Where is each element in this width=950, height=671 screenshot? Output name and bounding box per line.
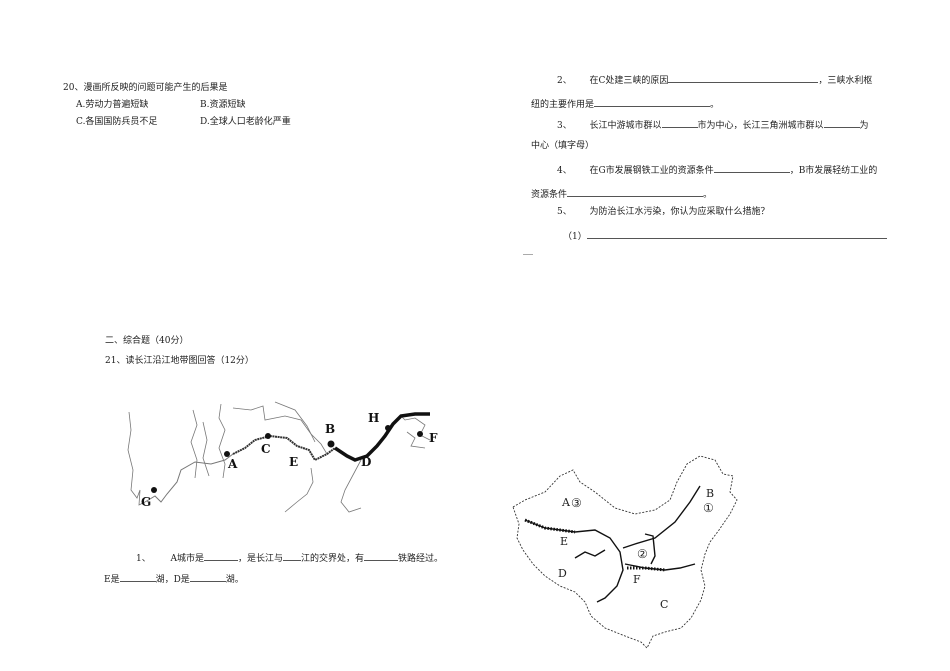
q20-stem: 20、漫画所反映的问题可能产生的后果是 bbox=[63, 83, 228, 93]
q2-number: 2、 bbox=[557, 76, 572, 86]
q2-text2: ，三峡水利枢 bbox=[818, 76, 873, 86]
q4-text2: ，B市发展轻纺工业的 bbox=[789, 166, 878, 176]
label-a: A bbox=[227, 457, 238, 471]
label-g: G bbox=[141, 495, 151, 509]
china-regions-map: A ③ B ① E ② D F C bbox=[512, 455, 738, 649]
q3-text1: 长江中游城市群以 bbox=[589, 121, 662, 131]
region-label-d: D bbox=[558, 567, 567, 580]
q2-text3: 纽的主要作用是 bbox=[531, 100, 595, 110]
city-dots bbox=[151, 425, 423, 493]
label-e: E bbox=[289, 455, 298, 469]
region-label-a: A bbox=[561, 496, 571, 509]
label-b: B bbox=[325, 422, 335, 436]
q4-number: 4、 bbox=[557, 166, 572, 176]
q1-text4: 铁路经过。 bbox=[398, 554, 444, 564]
q2-end: 。 bbox=[710, 100, 720, 110]
q1-text7: 湖。 bbox=[225, 575, 244, 585]
q4-blank-steel[interactable] bbox=[713, 163, 790, 173]
stray-dash bbox=[523, 254, 533, 255]
region-label-f: F bbox=[633, 573, 641, 586]
label-f: F bbox=[429, 431, 438, 445]
q1-text6: 湖，D是 bbox=[155, 575, 190, 585]
q1-text1: A城市是 bbox=[170, 554, 204, 564]
q20-option-d: D.全球人口老龄化严重 bbox=[200, 117, 291, 127]
region-label-3: ③ bbox=[571, 496, 582, 510]
label-d: D bbox=[361, 455, 371, 469]
label-h: H bbox=[368, 411, 379, 425]
q2-blank-reason[interactable] bbox=[668, 73, 819, 83]
q2-blank-function[interactable] bbox=[594, 97, 711, 107]
q1-blank-railway[interactable] bbox=[364, 551, 399, 561]
label-c: C bbox=[261, 442, 271, 456]
q1-text2: ，是长江与 bbox=[237, 554, 283, 564]
q1-blank-city-a[interactable] bbox=[203, 551, 238, 561]
q5-number: 5、 bbox=[557, 207, 572, 217]
section2-title: 二、综合题（40分） bbox=[105, 336, 189, 346]
q20-option-c: C.各国国防兵员不足 bbox=[76, 117, 158, 127]
q21-stem: 21、读长江沿江地带图回答（12分） bbox=[105, 356, 254, 366]
q5-blank-measure-1[interactable] bbox=[586, 229, 887, 239]
region-label-2: ② bbox=[637, 547, 648, 561]
q4-line1: 4、 在G市发展钢铁工业的资源条件 ，B市发展轻纺工业的 bbox=[557, 163, 877, 176]
q1-line2: E是 湖，D是 湖。 bbox=[104, 572, 244, 585]
region-label-b: B bbox=[706, 487, 714, 500]
q4-blank-textile[interactable] bbox=[567, 187, 704, 197]
q2-text1: 在C处建三峡的原因 bbox=[589, 76, 669, 86]
q3-blank-delta-city[interactable] bbox=[823, 118, 860, 128]
q4-text3: 资源条件 bbox=[531, 190, 568, 200]
q2-line1: 2、 在C处建三峡的原因 ，三峡水利枢 bbox=[557, 73, 872, 86]
q1-number: 1、 bbox=[136, 554, 151, 564]
q5-line1: 5、 为防治长江水污染，你认为应采取什么措施？ bbox=[557, 208, 770, 217]
q3-line1: 3、 长江中游城市群以 市为中心，长江三角洲城市群以 为 bbox=[557, 118, 869, 131]
q1-line1: 1、 A城市是 ，是长江与 江的交界处，有 铁路经过。 bbox=[136, 551, 443, 564]
q5-text: 为防治长江水污染，你认为应采取什么措施？ bbox=[589, 207, 770, 217]
q5-sub1-label: （1） bbox=[563, 232, 587, 242]
q4-line2: 资源条件 。 bbox=[531, 187, 712, 200]
q4-text1: 在G市发展钢铁工业的资源条件 bbox=[589, 166, 714, 176]
yangtze-river-map: A B C D E F G H bbox=[127, 401, 438, 513]
q20-option-b: B.资源短缺 bbox=[200, 100, 246, 110]
q1-text5: E是 bbox=[104, 575, 120, 585]
q1-blank-river[interactable] bbox=[283, 551, 301, 561]
q1-blank-lake-e[interactable] bbox=[119, 572, 156, 582]
q4-end: 。 bbox=[703, 190, 713, 200]
q1-blank-lake-d[interactable] bbox=[189, 572, 226, 582]
q3-text3: 为 bbox=[859, 121, 869, 131]
q3-text4: 中心（填字母） bbox=[531, 141, 595, 151]
q3-number: 3、 bbox=[557, 121, 572, 131]
region-label-e: E bbox=[560, 535, 568, 548]
region-label-c: C bbox=[660, 598, 668, 611]
q20-option-a: A.劳动力普遍短缺 bbox=[76, 100, 149, 110]
q5-sub1: （1） bbox=[563, 229, 887, 242]
q3-blank-middle-city[interactable] bbox=[661, 118, 698, 128]
q3-text2: 市为中心，长江三角洲城市群以 bbox=[697, 121, 824, 131]
q2-line2: 纽的主要作用是 。 bbox=[531, 97, 719, 110]
region-label-1: ① bbox=[703, 501, 714, 515]
q1-text3: 江的交界处，有 bbox=[301, 554, 365, 564]
